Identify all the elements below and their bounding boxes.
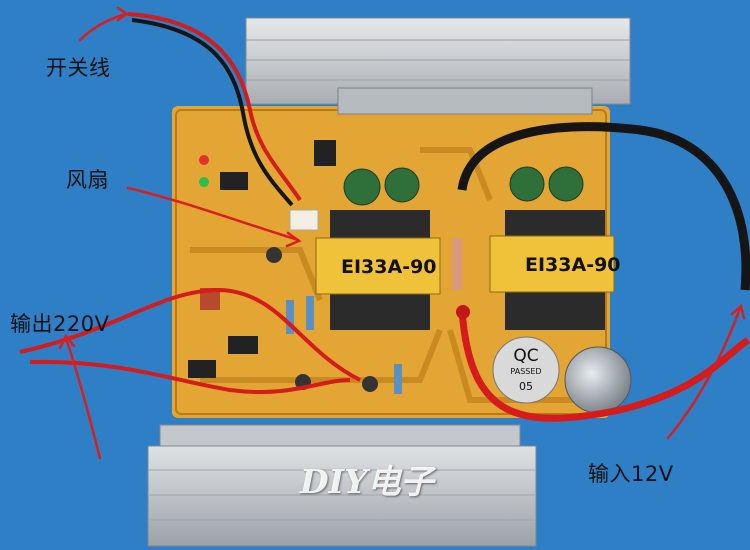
input-wire-red (458, 309, 750, 422)
annotation-arrows (58, 6, 746, 460)
qc-sticker-line2: PASSED (510, 367, 542, 376)
bottom-heatsink (147, 445, 537, 547)
qc-sticker-line1: QC (513, 346, 539, 366)
arrow-switch-head (116, 6, 130, 22)
capacitors (266, 166, 632, 414)
arrow-input (666, 306, 742, 440)
bottom-heatsink-fins (148, 469, 536, 521)
input-wire-terminal (456, 305, 470, 319)
qc-sticker-line3: 05 (519, 380, 533, 393)
bottom-heatsink-base (159, 424, 521, 448)
switch-wire-label: 开关线 (46, 56, 111, 80)
switch-wire-red (127, 12, 302, 202)
arrow-input-head (730, 303, 746, 320)
input-wire-black (457, 122, 750, 291)
watermark: DIY电子 (300, 462, 434, 501)
transformer-left (315, 210, 441, 330)
transformer-left-label: EI33A-90 (341, 256, 437, 278)
arrow-output-head (58, 333, 76, 350)
transformer-right-label: EI33A-90 (525, 254, 621, 276)
input-label: 输入12V (588, 462, 674, 486)
arrow-output (64, 336, 102, 460)
output-wire-a (19, 287, 361, 382)
fan-label: 风扇 (66, 168, 109, 192)
switch-wire-black (131, 18, 294, 207)
qc-sticker-disc (492, 336, 560, 404)
output-label: 输出220V (10, 312, 110, 336)
arrow-switch (78, 12, 128, 42)
output-wire-b (29, 359, 351, 395)
arrow-fan (126, 186, 300, 242)
transformer-right (489, 210, 615, 330)
top-heatsink-base (337, 87, 593, 115)
arrow-fan-head (285, 231, 302, 248)
pcb-traces (190, 147, 580, 403)
small-components (188, 140, 462, 394)
top-heatsink-fins (246, 39, 630, 81)
